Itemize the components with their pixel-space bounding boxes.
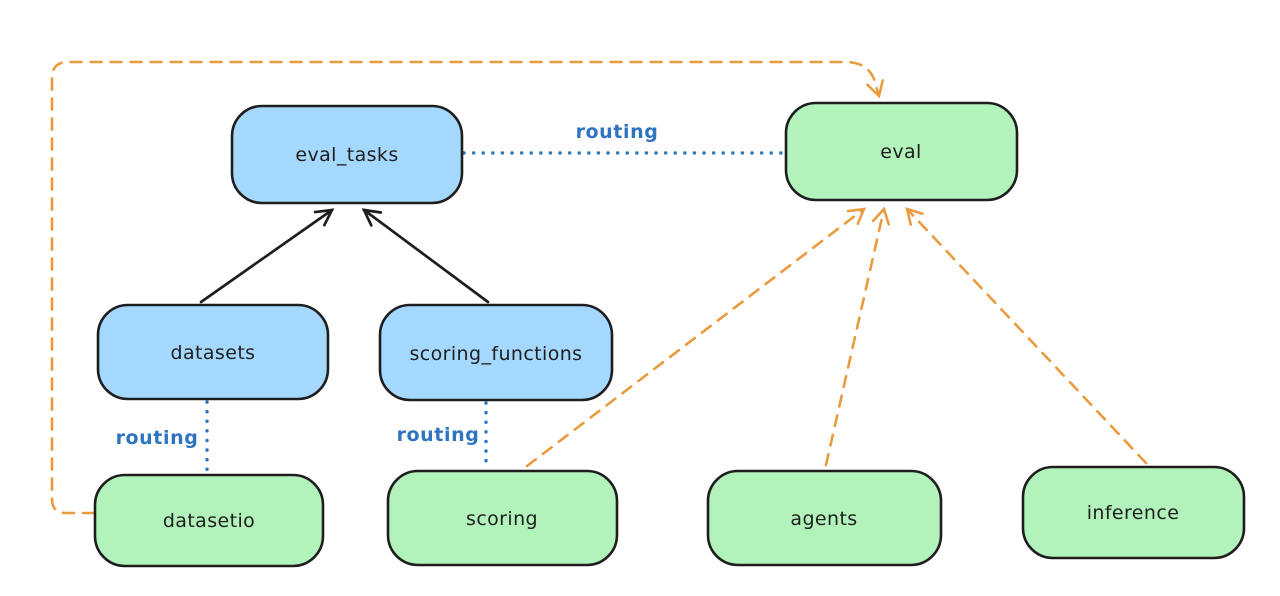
node-eval-box — [784, 101, 1019, 202]
node-inference: inference — [1021, 465, 1246, 560]
edge-label-routing-top: routing — [576, 121, 659, 143]
node-scoring: scoring — [386, 469, 619, 567]
node-datasetio-label: datasetio — [163, 510, 255, 532]
node-scoring-box — [386, 469, 619, 567]
node-eval-tasks: eval_tasks — [230, 104, 464, 205]
node-inference-label: inference — [1087, 502, 1180, 524]
node-scoring-label: scoring — [466, 508, 538, 530]
edge-label-routing-scoring: routing — [397, 424, 480, 446]
node-datasetio-box — [93, 473, 325, 568]
node-scoring-functions: scoring_functions — [378, 303, 614, 402]
node-agents-label: agents — [790, 508, 857, 530]
node-agents: agents — [706, 469, 943, 567]
node-scoring-functions-box — [378, 303, 614, 402]
edge-datasets-to-eval-tasks — [199, 208, 335, 304]
node-agents-box — [706, 469, 943, 567]
node-datasets: datasets — [96, 303, 330, 401]
edge-label-routing-datasetio: routing — [116, 427, 199, 449]
edge-inference-to-eval — [905, 207, 1148, 465]
node-inference-box — [1021, 465, 1246, 560]
node-scoring-functions-label: scoring_functions — [410, 343, 583, 365]
node-datasetio: datasetio — [93, 473, 325, 568]
edge-datasetio-to-eval — [50, 60, 884, 515]
edge-agents-to-eval — [824, 206, 890, 467]
edge-scoring-functions-to-eval-tasks — [361, 208, 490, 304]
node-eval-tasks-label: eval_tasks — [295, 144, 398, 166]
node-datasets-label: datasets — [171, 342, 256, 364]
node-eval-label: eval — [880, 141, 921, 163]
node-datasets-box — [96, 303, 330, 401]
edge-scoring-to-eval — [525, 207, 867, 468]
node-eval-tasks-box — [230, 104, 464, 205]
node-eval: eval — [784, 101, 1019, 202]
